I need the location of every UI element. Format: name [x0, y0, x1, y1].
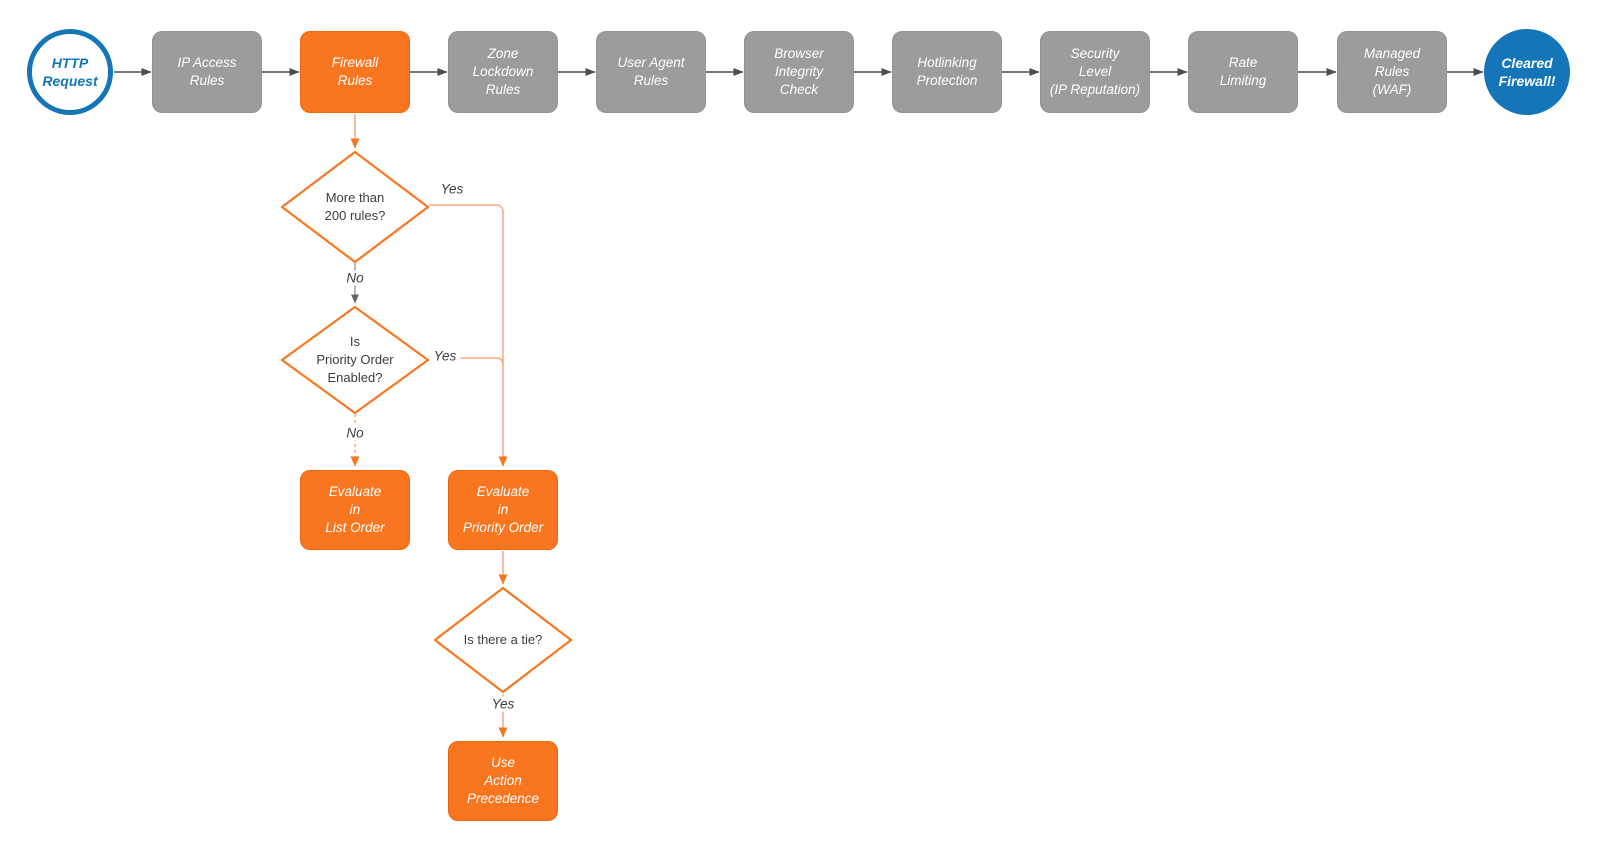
step-zone-lockdown-rules: Zone Lockdown Rules [448, 31, 558, 113]
step-browser-integrity-check: Browser Integrity Check [744, 31, 854, 113]
edge-label-yes-200-rules: Yes [436, 181, 468, 197]
step-user-agent-rules: User Agent Rules [596, 31, 706, 113]
http-request-node: HTTP Request [27, 29, 113, 115]
cleared-firewall-node: Cleared Firewall! [1484, 29, 1570, 115]
step-firewall-rules: Firewall Rules [300, 31, 410, 113]
arrow-yes-to-evaluate-priority-order [429, 204, 508, 467]
decision-more-than-200-rules-label: More than 200 rules? [324, 189, 386, 223]
action-evaluate-priority-order: Evaluate in Priority Order [448, 470, 558, 550]
decision-priority-order-enabled-shape [280, 305, 430, 415]
edge-label-yes-tie: Yes [487, 696, 519, 712]
decision-priority-order-enabled-label: Is Priority Order Enabled? [316, 333, 394, 386]
step-security-level: Security Level (IP Reputation) [1040, 31, 1150, 113]
edge-label-no-priority-enabled: No [342, 425, 368, 441]
decision-is-there-a-tie-label: Is there a tie? [463, 631, 543, 647]
step-hotlinking-protection: Hotlinking Protection [892, 31, 1002, 113]
arrow-yes-priority-enabled-join [429, 357, 504, 366]
decision-more-than-200-rules-shape [280, 150, 430, 264]
step-ip-access-rules: IP Access Rules [152, 31, 262, 113]
decision-is-there-a-tie-shape [433, 586, 573, 694]
action-use-action-precedence: Use Action Precedence [448, 741, 558, 821]
edge-label-yes-priority-enabled: Yes [429, 348, 461, 364]
step-managed-rules-waf: Managed Rules (WAF) [1337, 31, 1447, 113]
step-rate-limiting: Rate Limiting [1188, 31, 1298, 113]
action-evaluate-list-order: Evaluate in List Order [300, 470, 410, 550]
edge-label-no-200-rules: No [342, 270, 368, 286]
